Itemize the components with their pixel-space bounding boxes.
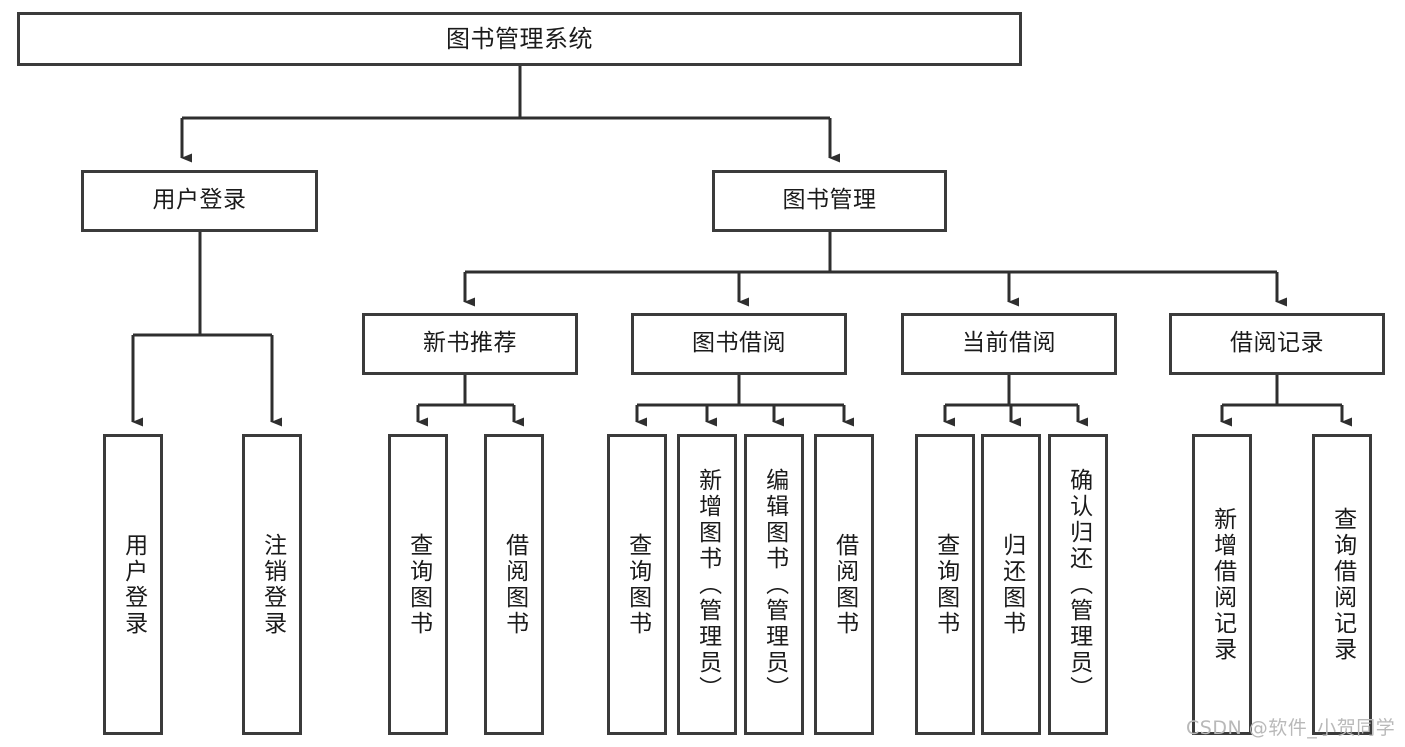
leaf-record-query-record[interactable]: 查询借阅记录 [1312,434,1372,735]
node-label: 查询图书 [932,532,959,637]
node-new-book-recommend[interactable]: 新书推荐 [362,313,578,375]
node-label: 用户登录 [152,187,247,214]
node-label: 查询图书 [405,532,432,637]
node-label: 确认归还（管理员） [1065,467,1092,702]
node-label: 借阅图书 [501,532,528,637]
leaf-borrow-edit-book-admin[interactable]: 编辑图书（管理员） [744,434,804,735]
node-label: 查询借阅记录 [1329,506,1356,663]
node-current-borrow[interactable]: 当前借阅 [901,313,1117,375]
node-borrow-record[interactable]: 借阅记录 [1169,313,1385,375]
node-label: 查询图书 [624,532,651,637]
leaf-current-return-book[interactable]: 归还图书 [981,434,1041,735]
node-label: 当前借阅 [962,330,1056,357]
node-root-system[interactable]: 图书管理系统 [17,12,1022,66]
node-label: 注销登录 [259,532,286,637]
leaf-recommend-borrow-book[interactable]: 借阅图书 [484,434,544,735]
leaf-borrow-query-book[interactable]: 查询图书 [607,434,667,735]
node-label: 借阅记录 [1230,330,1324,357]
leaf-record-add-record[interactable]: 新增借阅记录 [1192,434,1252,735]
node-label: 新增图书（管理员） [694,467,721,702]
leaf-current-confirm-return-admin[interactable]: 确认归还（管理员） [1048,434,1108,735]
node-label: 图书借阅 [692,330,786,357]
node-label: 图书管理系统 [446,24,593,53]
leaf-user-login-login[interactable]: 用户登录 [103,434,163,735]
node-label: 图书管理 [782,187,877,214]
node-book-borrow[interactable]: 图书借阅 [631,313,847,375]
node-label: 用户登录 [120,532,147,637]
leaf-borrow-borrow-book[interactable]: 借阅图书 [814,434,874,735]
node-label: 归还图书 [998,532,1025,637]
watermark-text: CSDN @软件_小贺同学 [1186,717,1396,739]
node-label: 新增借阅记录 [1209,506,1236,663]
node-book-management[interactable]: 图书管理 [712,170,947,232]
node-user-login[interactable]: 用户登录 [81,170,318,232]
leaf-user-login-logout[interactable]: 注销登录 [242,434,302,735]
leaf-current-query-book[interactable]: 查询图书 [915,434,975,735]
node-label: 编辑图书（管理员） [761,467,788,702]
node-label: 新书推荐 [423,330,517,357]
node-label: 借阅图书 [831,532,858,637]
leaf-recommend-query-book[interactable]: 查询图书 [388,434,448,735]
leaf-borrow-add-book-admin[interactable]: 新增图书（管理员） [677,434,737,735]
